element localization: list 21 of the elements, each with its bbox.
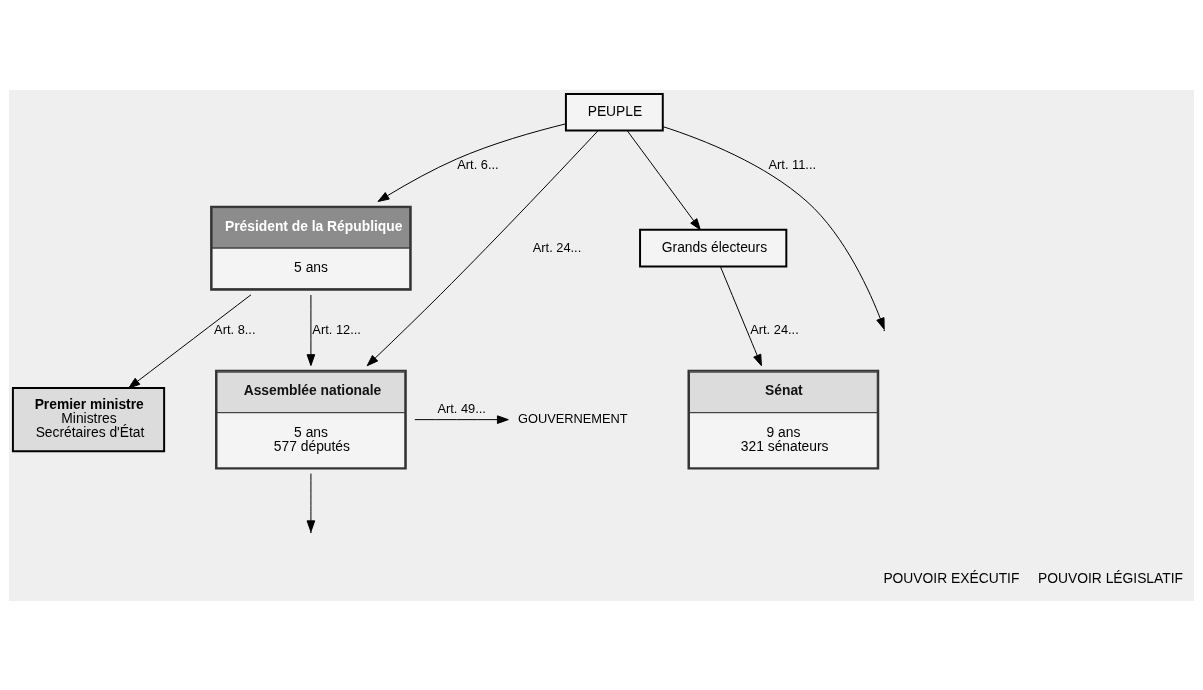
arrow <box>626 129 701 230</box>
arrow <box>366 129 599 366</box>
arrow <box>719 265 762 366</box>
label: POUVOIR LÉGISLATIF <box>1038 569 1184 586</box>
edge-label: Art. 24... <box>532 239 582 254</box>
arrow <box>306 294 316 366</box>
label: POUVOIR EXÉCUTIF <box>883 569 1020 586</box>
arrow <box>662 125 885 330</box>
edge-label: Art. 11... <box>768 156 817 172</box>
node-box: Grands électeurs <box>639 228 788 267</box>
edge-label: Art. 12... <box>312 321 361 337</box>
arrow <box>377 122 567 202</box>
edge-label: Art. 24... <box>750 321 799 337</box>
node-box: Premier ministre Ministres Secrétaires d'État <box>11 386 166 452</box>
node-box: PEUPLE <box>564 92 664 131</box>
node-text: GOUVERNEMENT <box>517 410 628 426</box>
edge-label: Art. 49... <box>437 400 486 416</box>
arrow <box>128 293 252 388</box>
edge-label: Art. 6... <box>457 156 499 172</box>
arrow <box>414 414 509 424</box>
edge-label: Art. 8... <box>214 321 256 337</box>
